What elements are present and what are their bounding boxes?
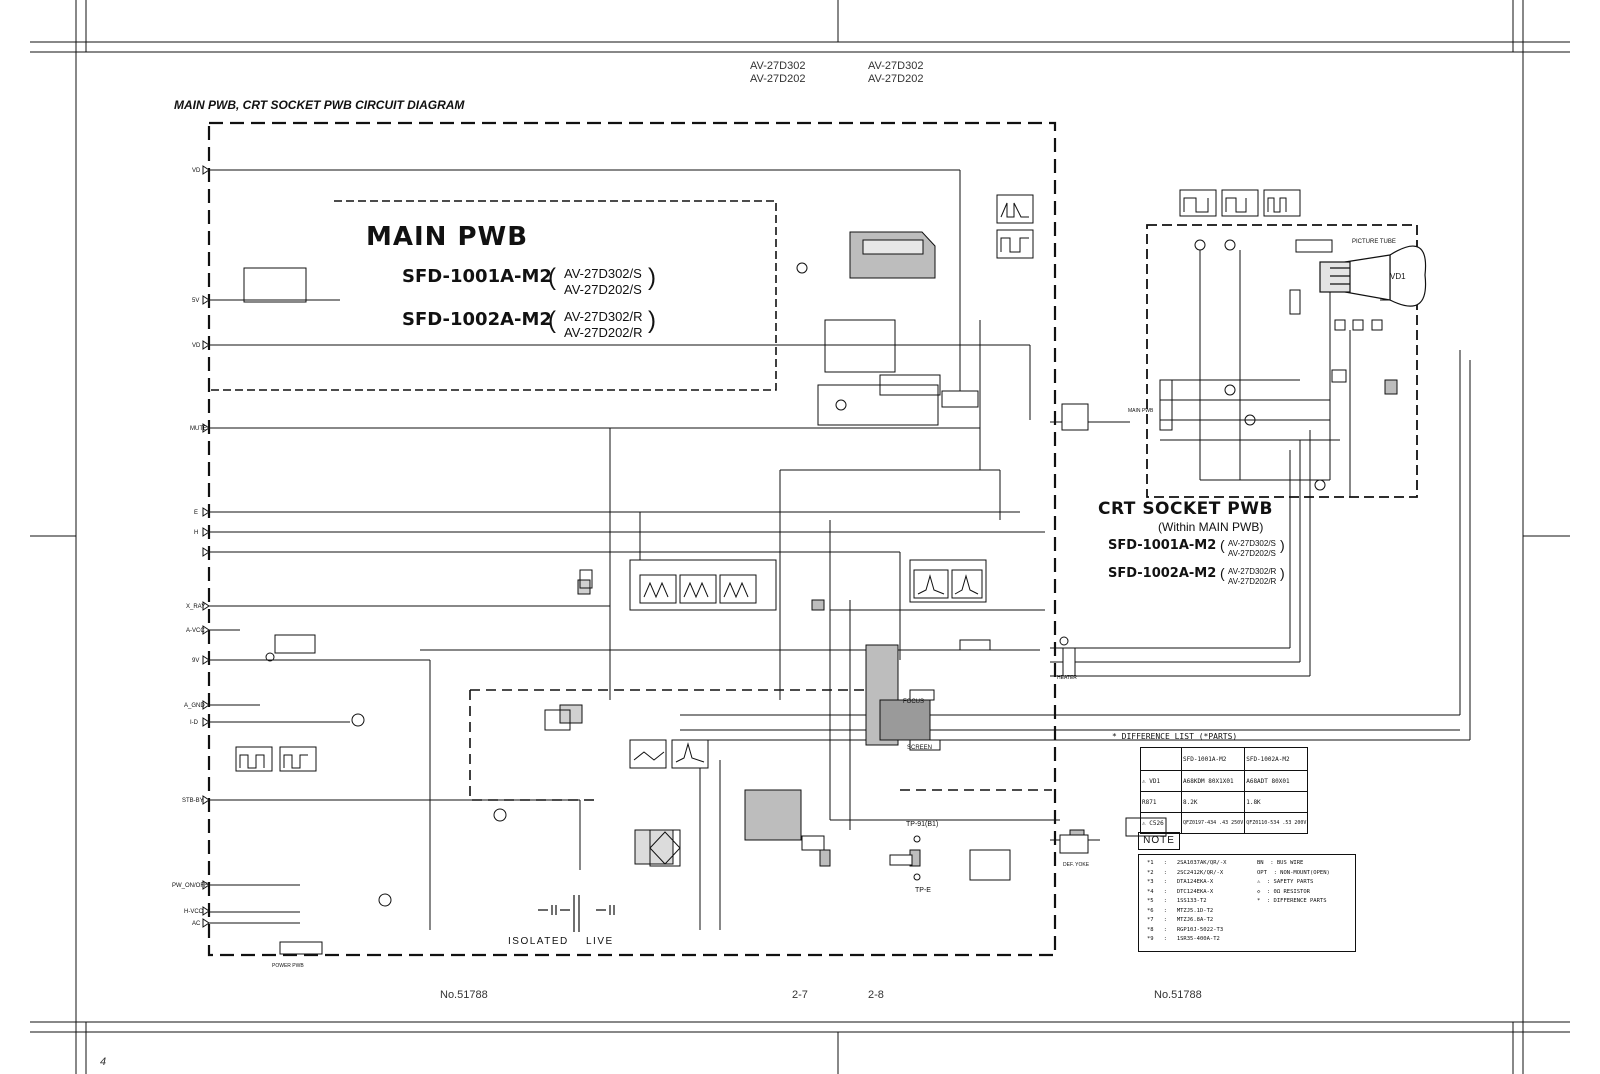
diagram-title: MAIN PWB, CRT SOCKET PWB CIRCUIT DIAGRAM xyxy=(174,98,465,112)
model-header-right: AV-27D302 AV-27D202 xyxy=(868,60,924,85)
label-picture-tube: PICTURE TUBE xyxy=(1352,239,1396,245)
label-live: LIVE xyxy=(586,936,614,947)
label-screen: SCREEN xyxy=(907,745,932,751)
label-heater: HEATER xyxy=(1057,675,1077,681)
crt-bracket-open-1: ( xyxy=(1220,537,1225,553)
wiring xyxy=(209,169,1471,930)
page-label-left: 2-7 xyxy=(792,989,808,1001)
crt-bracket-close-1: ) xyxy=(1280,537,1285,553)
term-pwonoff: PW_ON/OFF xyxy=(172,883,208,889)
page-label-right: 2-8 xyxy=(868,989,884,1001)
main-pwb-board-1: SFD-1001A-M2 xyxy=(402,266,552,287)
crt-pwb-subheading: (Within MAIN PWB) xyxy=(1158,520,1264,534)
ic421-block xyxy=(849,231,936,279)
bracket-open-1: ( xyxy=(548,264,556,291)
label-def-yoke: DEF. YOKE xyxy=(1063,862,1090,868)
label-vd1: VD1 xyxy=(1390,272,1406,281)
note-legend: BN : BUS WIRE OPT : NON-MOUNT(OPEN) ⚠ : … xyxy=(1257,860,1330,904)
term-h: H xyxy=(194,530,198,536)
term-xray: X_RAY xyxy=(186,604,205,610)
crt-bracket-close-2: ) xyxy=(1280,565,1285,581)
picture-tube xyxy=(1319,245,1427,307)
label-focus: FOCUS xyxy=(903,699,924,705)
label-tp91: TP-91(B1) xyxy=(906,821,938,828)
components xyxy=(243,239,1383,955)
term-hvcc: H-VCC xyxy=(184,909,204,915)
bracket-close-1: ) xyxy=(648,264,656,291)
term-9v: 9V xyxy=(192,658,199,664)
difference-list-table: SFD-1001A-M2 SFD-1002A-M2 ⚠ VD1 A68KDM 8… xyxy=(1140,747,1309,834)
crt-pwb-models-2: AV-27D302/R AV-27D202/R xyxy=(1228,567,1277,586)
main-pwb-models-1: AV-27D302/S AV-27D202/S xyxy=(564,266,642,297)
waveform-boxes xyxy=(235,189,1333,866)
main-pwb-board-2: SFD-1002A-M2 xyxy=(402,309,552,330)
main-pwb-outline xyxy=(207,121,1057,957)
note-title: NOTE xyxy=(1138,832,1180,850)
note-box: *1 : 2SA1037AK/QR/-X *2 : 2SC2412K/QR/-X… xyxy=(1138,854,1356,952)
main-pwb-models-2: AV-27D302/R AV-27D202/R xyxy=(564,309,643,340)
label-tpe: TP-E xyxy=(915,887,931,894)
term-avcc: A-VCC xyxy=(186,628,205,634)
term-ac: AC xyxy=(192,921,201,927)
term-mute: MUTE xyxy=(190,426,207,432)
crt-pwb-heading: CRT SOCKET PWB xyxy=(1098,499,1273,519)
crt-bracket-open-2: ( xyxy=(1220,565,1225,581)
term-vd2: VD xyxy=(192,343,201,349)
crt-pwb-outline xyxy=(1146,224,1418,498)
doc-number-right: No.51788 xyxy=(1154,989,1202,1001)
bracket-close-2: ) xyxy=(648,307,656,334)
term-vd1: VD xyxy=(192,168,201,174)
difference-list-title: * DIFFERENCE LIST (*PARTS) xyxy=(1112,732,1238,741)
label-isolated: ISOLATED xyxy=(508,936,569,947)
term-agnd: A_GND xyxy=(184,703,205,709)
term-stby: STB-BY xyxy=(182,798,204,804)
crt-pwb-board-1: SFD-1001A-M2 xyxy=(1108,538,1217,553)
ic901-block xyxy=(744,789,802,841)
note-parts-list: *1 : 2SA1037AK/QR/-X *2 : 2SC2412K/QR/-X… xyxy=(1147,860,1227,942)
page-number: 4 xyxy=(100,1056,107,1068)
label-main-pwb-small: MAIN PWB xyxy=(1128,408,1154,414)
doc-number-left: No.51788 xyxy=(440,989,488,1001)
crt-pwb-models-1: AV-27D302/S AV-27D202/S xyxy=(1228,539,1276,558)
crt-pwb-board-2: SFD-1002A-M2 xyxy=(1108,566,1217,581)
label-power-pwb: POWER PWB xyxy=(272,963,304,969)
main-pwb-heading: MAIN PWB xyxy=(366,222,529,252)
bracket-open-2: ( xyxy=(548,307,556,334)
term-5v: 5V xyxy=(192,298,199,304)
main-pwb-inset-outline xyxy=(209,200,777,391)
term-id: I-D xyxy=(190,720,199,726)
term-e: E xyxy=(194,510,198,516)
model-header-left: AV-27D302 AV-27D202 xyxy=(750,60,806,85)
